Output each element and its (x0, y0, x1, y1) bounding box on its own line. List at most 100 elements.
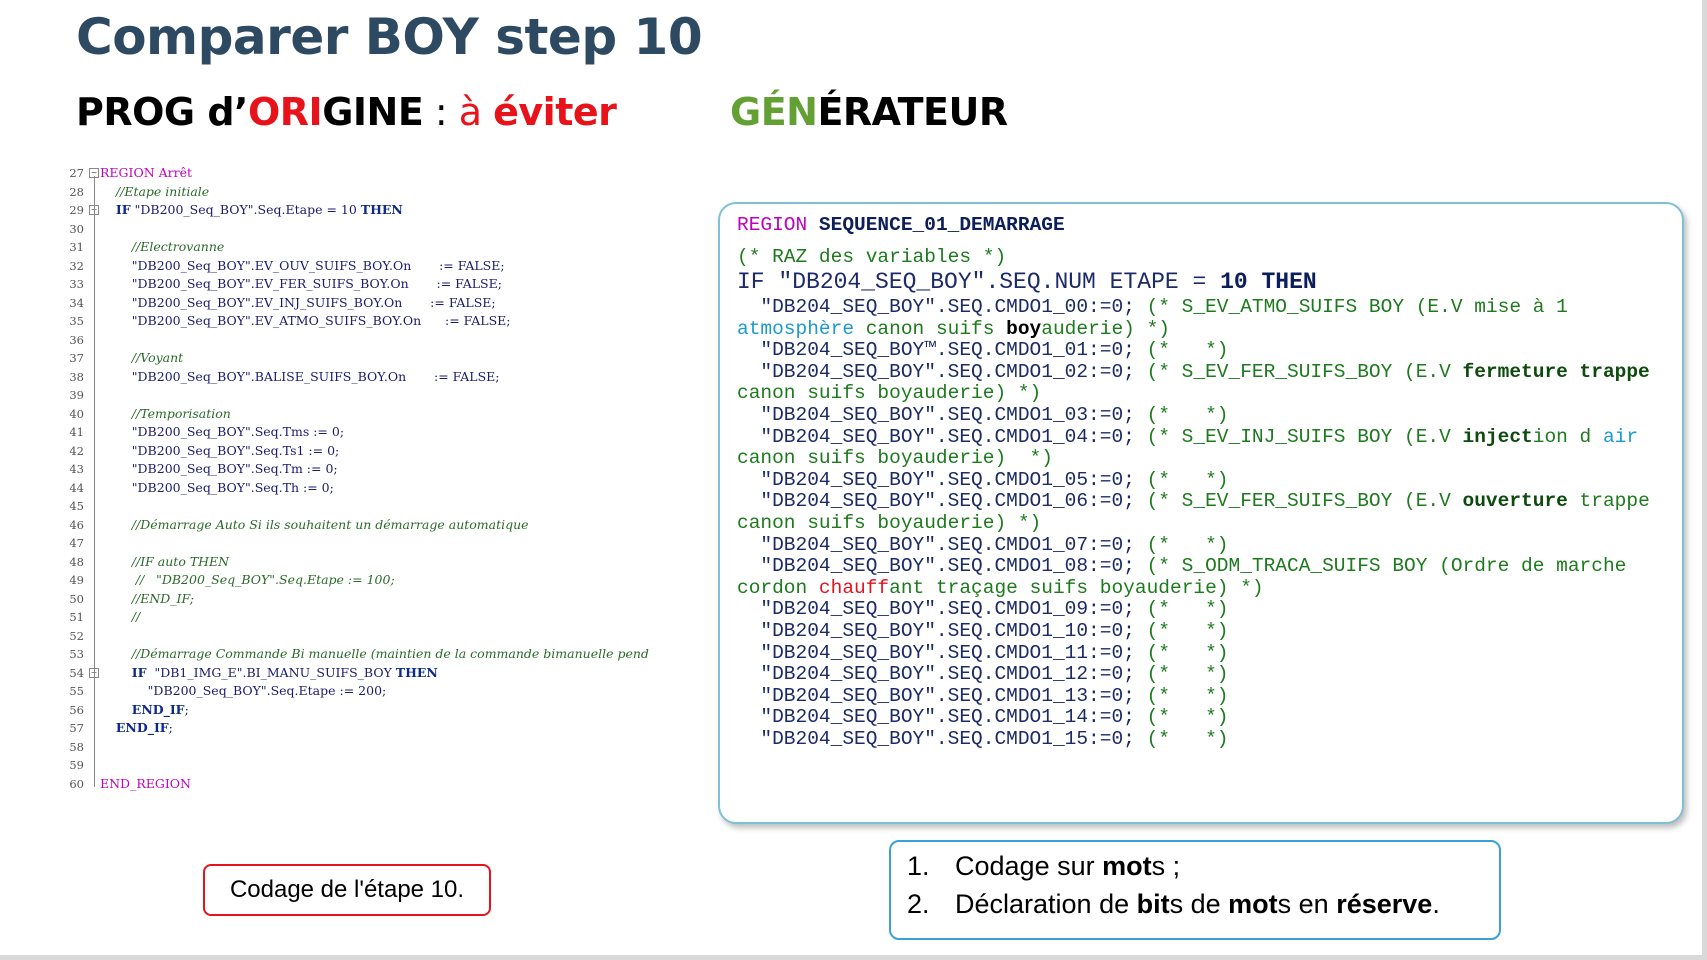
code-line: 28 //Etape initiale (60, 183, 720, 201)
note-text-bold: mot (1102, 851, 1152, 881)
code-token: ; (168, 720, 173, 735)
line-number: 43 (69, 462, 84, 476)
code-text: REGION Arrêt (100, 165, 193, 180)
generator-code-line: "DB204_SEQ_BOY".SEQ.CMDO1_12:=0; (* *) (737, 663, 1228, 686)
note-item: 2.Déclaration de bits de mots en réserve… (907, 889, 1499, 927)
generator-code-line: "DB204_SEQ_BOY".SEQ.CMDO1_08:=0; (* S_OD… (737, 555, 1626, 577)
code-text: END_IF; (100, 701, 189, 719)
line-number: 36 (69, 332, 84, 347)
code-text: // (100, 609, 141, 624)
code-line: 57 END_IF; (60, 719, 720, 737)
generator-code-line: "DB204_SEQ_BOY".SEQ.CMDO1_04:=0; (* S_EV… (737, 426, 1638, 448)
code-text: //Temporisation (100, 405, 231, 421)
code-text: //Démarrage Commande Bi manuelle (mainti… (100, 646, 649, 661)
code-line: 42 "DB200_Seq_BOY".Seq.Ts1 := 0; (60, 442, 720, 460)
fold-guide (94, 176, 95, 787)
code-token: (* *) (1146, 468, 1229, 491)
code-token: IF (131, 664, 147, 680)
code-text: "DB200_Seq_BOY".Seq.Ts1 := 0; (100, 442, 339, 460)
code-line: 44 "DB200_Seq_BOY".Seq.Th := 0; (60, 479, 720, 497)
code-line: 53 //Démarrage Commande Bi manuelle (mai… (60, 645, 720, 663)
code-token: "DB204_SEQ_BOY".SEQ.CMDO1_08:=0; (737, 555, 1147, 578)
code-token (100, 202, 116, 217)
generator-code-line: "DB204_SEQ_BOY".SEQ.CMDO1_05:=0; (* *) (737, 468, 1229, 491)
line-number: 45 (69, 499, 84, 513)
code-line: 32 "DB200_Seq_BOY".EV_OUV_SUIFS_BOY.On :… (60, 257, 720, 275)
code-token: "DB204_SEQ_BOY".SEQ.CMDO1_02:=0; (737, 360, 1147, 383)
code-token: canon suifs boyauderie) *) (737, 447, 1053, 470)
code-line: 35 "DB200_Seq_BOY".EV_ATMO_SUIFS_BOY.On … (60, 312, 720, 330)
code-line: 30 (60, 220, 720, 238)
code-token: (* S_EV_FER_SUIFS_BOY (E.V (1146, 490, 1463, 513)
code-token: (* S_ODM_TRACA_SUIFS BOY (Ordre de march… (1146, 555, 1627, 578)
generator-code-line: REGION SEQUENCE_01_DEMARRAGE (737, 214, 1065, 236)
code-text: IF "DB200_Seq_BOY".Seq.Etape = 10 THEN (100, 201, 403, 219)
code-token: IF "DB204_SEQ_BOY".SEQ.NUM ETAPE = (737, 269, 1221, 295)
code-token: "DB204_SEQ_BOY".SEQ.CMDO1_03:=0; (737, 404, 1147, 426)
generator-code-line: canon suifs boyauderie) *) (737, 512, 1041, 534)
code-token: chauff (818, 576, 890, 599)
code-token: (* *) (1146, 404, 1229, 426)
code-text: // "DB200_Seq_BOY".Seq.Etape := 100; (100, 572, 395, 587)
code-token: "DB204_SEQ_BOY".SEQ.CMDO1_00:=0; (737, 296, 1147, 318)
line-number: 42 (69, 443, 84, 458)
left-note-text: Codage de l'étape 10. (229, 876, 465, 903)
code-text: "DB200_Seq_BOY".Seq.Th := 0; (100, 479, 334, 497)
right-note-box: 1.Codage sur mots ; 2.Déclaration de bit… (889, 840, 1501, 940)
code-token: trappe (1567, 490, 1650, 513)
code-line: 41 "DB200_Seq_BOY".Seq.Tms := 0; (60, 423, 720, 441)
code-token: "DB204_SEQ_BOY".SEQ.CMDO1_07:=0; (737, 533, 1147, 556)
code-token: "DB204_SEQ_BOY".SEQ.CMDO1_06:=0; (737, 490, 1147, 513)
code-text: //END_IF; (100, 590, 194, 606)
generator-code-line: canon suifs boyauderie) *) (737, 447, 1053, 469)
code-token (100, 665, 132, 680)
left-heading: PROG d’ORIGINE : à éviter (76, 90, 617, 134)
code-text: "DB200_Seq_BOY".BALISE_SUIFS_BOY.On := F… (100, 368, 500, 386)
generator-code-line: "DB204_SEQ_BOY".SEQ.CMDO1_11:=0; (* *) (737, 642, 1228, 664)
code-token: SEQ (818, 214, 855, 236)
generator-code-line: "DB204_SEQ_BOY".SEQ.CMDO1_03:=0; (* *) (737, 404, 1229, 426)
code-token: THEN (1247, 269, 1317, 295)
left-heading-part: PROG d’ (76, 90, 248, 134)
code-token: ant traçage suifs boyauderie) *) (889, 576, 1264, 599)
code-line: 27−REGION Arrêt (60, 164, 720, 182)
line-number: 37 (69, 351, 84, 365)
code-text: //Etape initiale (100, 183, 210, 199)
code-token: 1_DEMARRAGE (935, 214, 1065, 236)
code-token: "DB204_SEQ_BOY".SEQ.CMDO1_10:=0; (737, 620, 1147, 642)
code-text: "DB200_Seq_BOY".Seq.Tm := 0; (100, 460, 338, 478)
code-line: 47 (60, 534, 720, 552)
code-text: "DB200_Seq_BOY".EV_FER_SUIFS_BOY.On := F… (100, 275, 502, 293)
code-token: cordon (737, 576, 819, 599)
code-token: "DB200_Seq_BOY".Seq.Tm := 0; (100, 461, 338, 476)
code-token: "DB200_Seq_BOY".Seq.Etape := 200; (100, 683, 387, 698)
left-heading-part: : (423, 90, 459, 134)
generator-code-box (718, 202, 1684, 824)
note-text-bold: mot (1228, 889, 1278, 919)
line-number: 46 (69, 517, 84, 532)
code-text: END_IF; (100, 719, 173, 737)
code-token: "DB200_Seq_BOY".EV_ATMO_SUIFS_BOY.On := … (100, 313, 511, 328)
line-number: 32 (69, 258, 84, 273)
note-text: Déclaration de (955, 889, 1137, 919)
code-line: 29− IF "DB200_Seq_BOY".Seq.Etape = 10 TH… (60, 201, 720, 219)
generator-code-line: atmosphère canon suifs boyauderie) *) (737, 318, 1170, 340)
code-token: auderie) *) (1041, 317, 1170, 340)
code-token (100, 702, 132, 717)
code-token: THEN (395, 664, 438, 680)
line-number: 35 (69, 314, 84, 328)
code-line: 48 //IF auto THEN (60, 553, 720, 571)
line-number: 48 (69, 554, 84, 569)
code-token: (* *) (1146, 620, 1229, 642)
generator-code-line: canon suifs boyauderie) *) (737, 382, 1041, 404)
slide-right-edge (1702, 0, 1707, 960)
line-number: 27 (69, 166, 84, 180)
code-line: 56 END_IF; (60, 701, 720, 719)
note-number: 2. (907, 889, 930, 919)
code-token: "DB204_SEQ_BOY".SEQ.CMDO1_12:=0; (737, 663, 1147, 686)
line-number: 54 (69, 665, 84, 680)
line-number: 34 (69, 295, 84, 310)
code-token: "DB200_Seq_BOY".EV_FER_SUIFS_BOY.On := F… (100, 276, 502, 291)
code-token: "DB1_IMG_E".BI_MANU_SUIFS_BOY (146, 664, 396, 680)
code-line: 40 //Temporisation (60, 405, 720, 423)
